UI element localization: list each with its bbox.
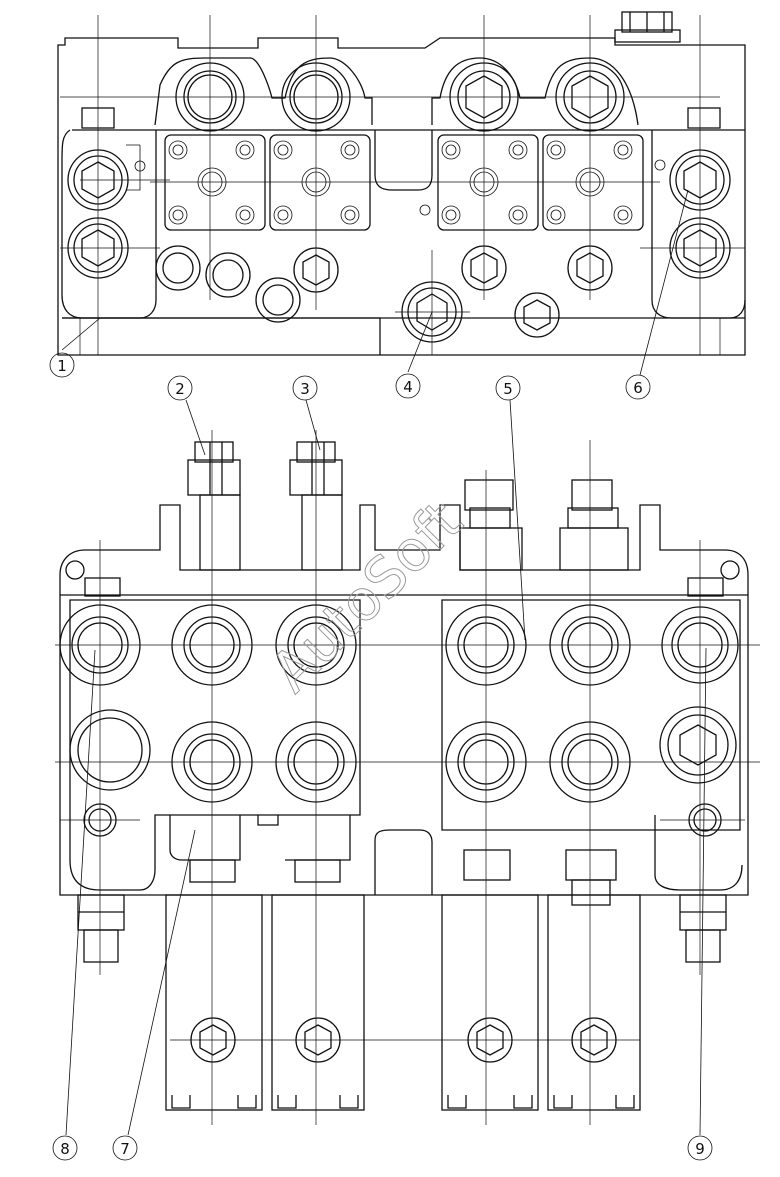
callout-9-label: 9 [695, 1140, 705, 1158]
callout-4-label: 4 [403, 378, 413, 396]
callout-3: 3 [292, 375, 318, 401]
callout-1-label: 1 [57, 357, 67, 375]
callout-7-label: 7 [120, 1140, 130, 1158]
callout-7: 7 [112, 1135, 138, 1161]
callout-1: 1 [49, 352, 75, 378]
callout-6: 6 [625, 374, 651, 400]
callout-2-label: 2 [175, 380, 185, 398]
callout-8: 8 [52, 1135, 78, 1161]
callout-leaders [61, 189, 707, 1136]
top-view [57, 11, 746, 356]
front-view [55, 430, 760, 1125]
callout-8-label: 8 [60, 1140, 70, 1158]
callout-3-label: 3 [300, 380, 310, 398]
callout-5-label: 5 [503, 380, 513, 398]
callout-9: 9 [687, 1135, 713, 1161]
callout-5: 5 [495, 375, 521, 401]
callout-2: 2 [167, 375, 193, 401]
callout-4: 4 [395, 373, 421, 399]
callout-6-label: 6 [633, 379, 643, 397]
